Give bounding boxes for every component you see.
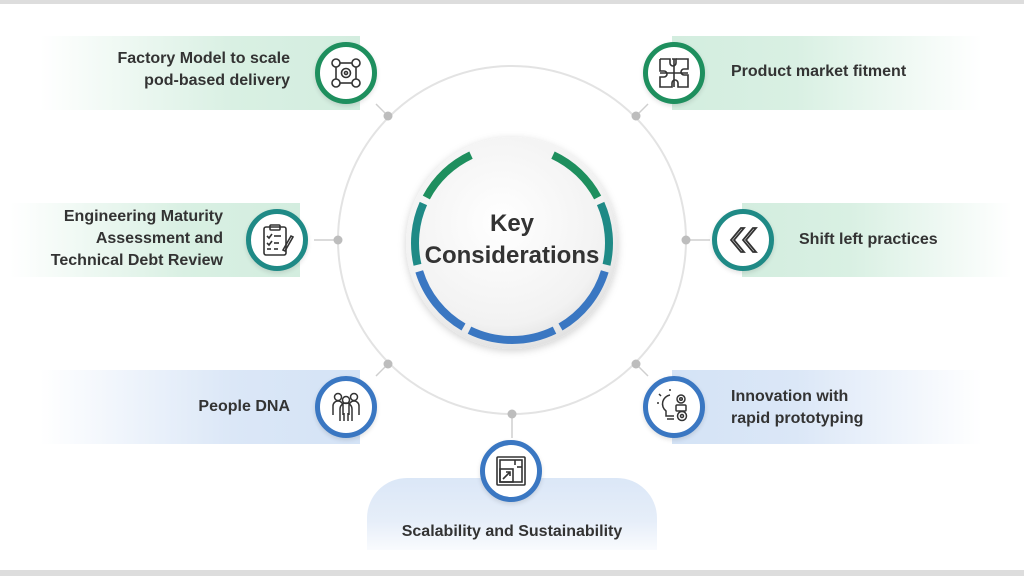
- center-title-line1: Key: [489, 210, 535, 237]
- label-product-market-line1: Product market fitment: [731, 63, 907, 80]
- dot-people: [383, 359, 393, 369]
- label-product-market: Product market fitment: [731, 61, 971, 83]
- top-border: [0, 0, 1024, 4]
- label-factory-model: Factory Model to scale pod-based deliver…: [60, 48, 291, 92]
- arc-segment-left: [411, 201, 428, 266]
- icon-circle-product-market: [643, 42, 705, 104]
- band-product-market: [672, 36, 982, 110]
- arc-segment-bottom-left: [415, 270, 466, 331]
- label-innovation-line1: Innovation with: [731, 388, 849, 405]
- arc-segment-right: [596, 201, 613, 266]
- dot-factory: [383, 111, 393, 121]
- icon-circle-people-dna: [315, 376, 377, 438]
- center-arc-segments: [411, 151, 613, 344]
- arc-segment-bottom-right: [558, 270, 609, 331]
- band-factory-model: [40, 36, 360, 110]
- arc-segment-top-left: [422, 151, 473, 200]
- team-network-gear-icon: [331, 58, 361, 88]
- dot-engineering: [333, 235, 343, 245]
- label-innovation-line2: rapid prototyping: [731, 410, 864, 427]
- dot-innovation: [631, 359, 641, 369]
- dot-product: [631, 111, 641, 121]
- puzzle-pieces-icon: [659, 58, 689, 88]
- arc-segment-top-right: [551, 151, 602, 200]
- dot-scalability: [507, 409, 517, 419]
- band-innovation: [672, 370, 982, 444]
- double-chevron-left-icon: [729, 227, 758, 253]
- label-engineering-line3: Technical Debt Review: [50, 252, 223, 269]
- clipboard-checklist-icon: [263, 224, 295, 256]
- icon-circle-factory-model: [315, 42, 377, 104]
- icon-circle-scalability: [480, 440, 542, 502]
- label-scalability: Scalability and Sustainability: [367, 521, 657, 543]
- icon-circle-innovation: [643, 376, 705, 438]
- label-scalability-line1: Scalability and Sustainability: [401, 523, 623, 540]
- band-shift-left: [742, 203, 1012, 277]
- label-factory-model-line1: Factory Model to scale: [117, 50, 291, 67]
- label-people-dna-line1: People DNA: [198, 398, 290, 415]
- band-people-dna: [40, 370, 360, 444]
- people-group-icon: [332, 392, 360, 421]
- center-title-line2: Considerations: [424, 242, 600, 269]
- label-shift-left: Shift left practices: [799, 229, 999, 251]
- label-innovation: Innovation with rapid prototyping: [731, 386, 961, 430]
- icon-circle-engineering-maturity: [246, 209, 308, 271]
- label-engineering-line1: Engineering Maturity: [63, 208, 223, 225]
- label-engineering-maturity: Engineering Maturity Assessment and Tech…: [20, 206, 223, 272]
- label-shift-left-line1: Shift left practices: [799, 231, 938, 248]
- dot-shift-left: [681, 235, 691, 245]
- lightbulb-gears-icon: [657, 389, 688, 422]
- label-factory-model-line2: pod-based delivery: [144, 72, 290, 89]
- bottom-border: [0, 570, 1024, 576]
- center-title: Key Considerations: [412, 208, 612, 272]
- center-circle: [406, 137, 618, 349]
- arc-segment-bottom: [467, 326, 557, 344]
- scale-window-icon: [496, 456, 526, 486]
- icon-circle-shift-left: [712, 209, 774, 271]
- label-people-dna: People DNA: [60, 396, 290, 418]
- label-engineering-line2: Assessment and: [95, 230, 223, 247]
